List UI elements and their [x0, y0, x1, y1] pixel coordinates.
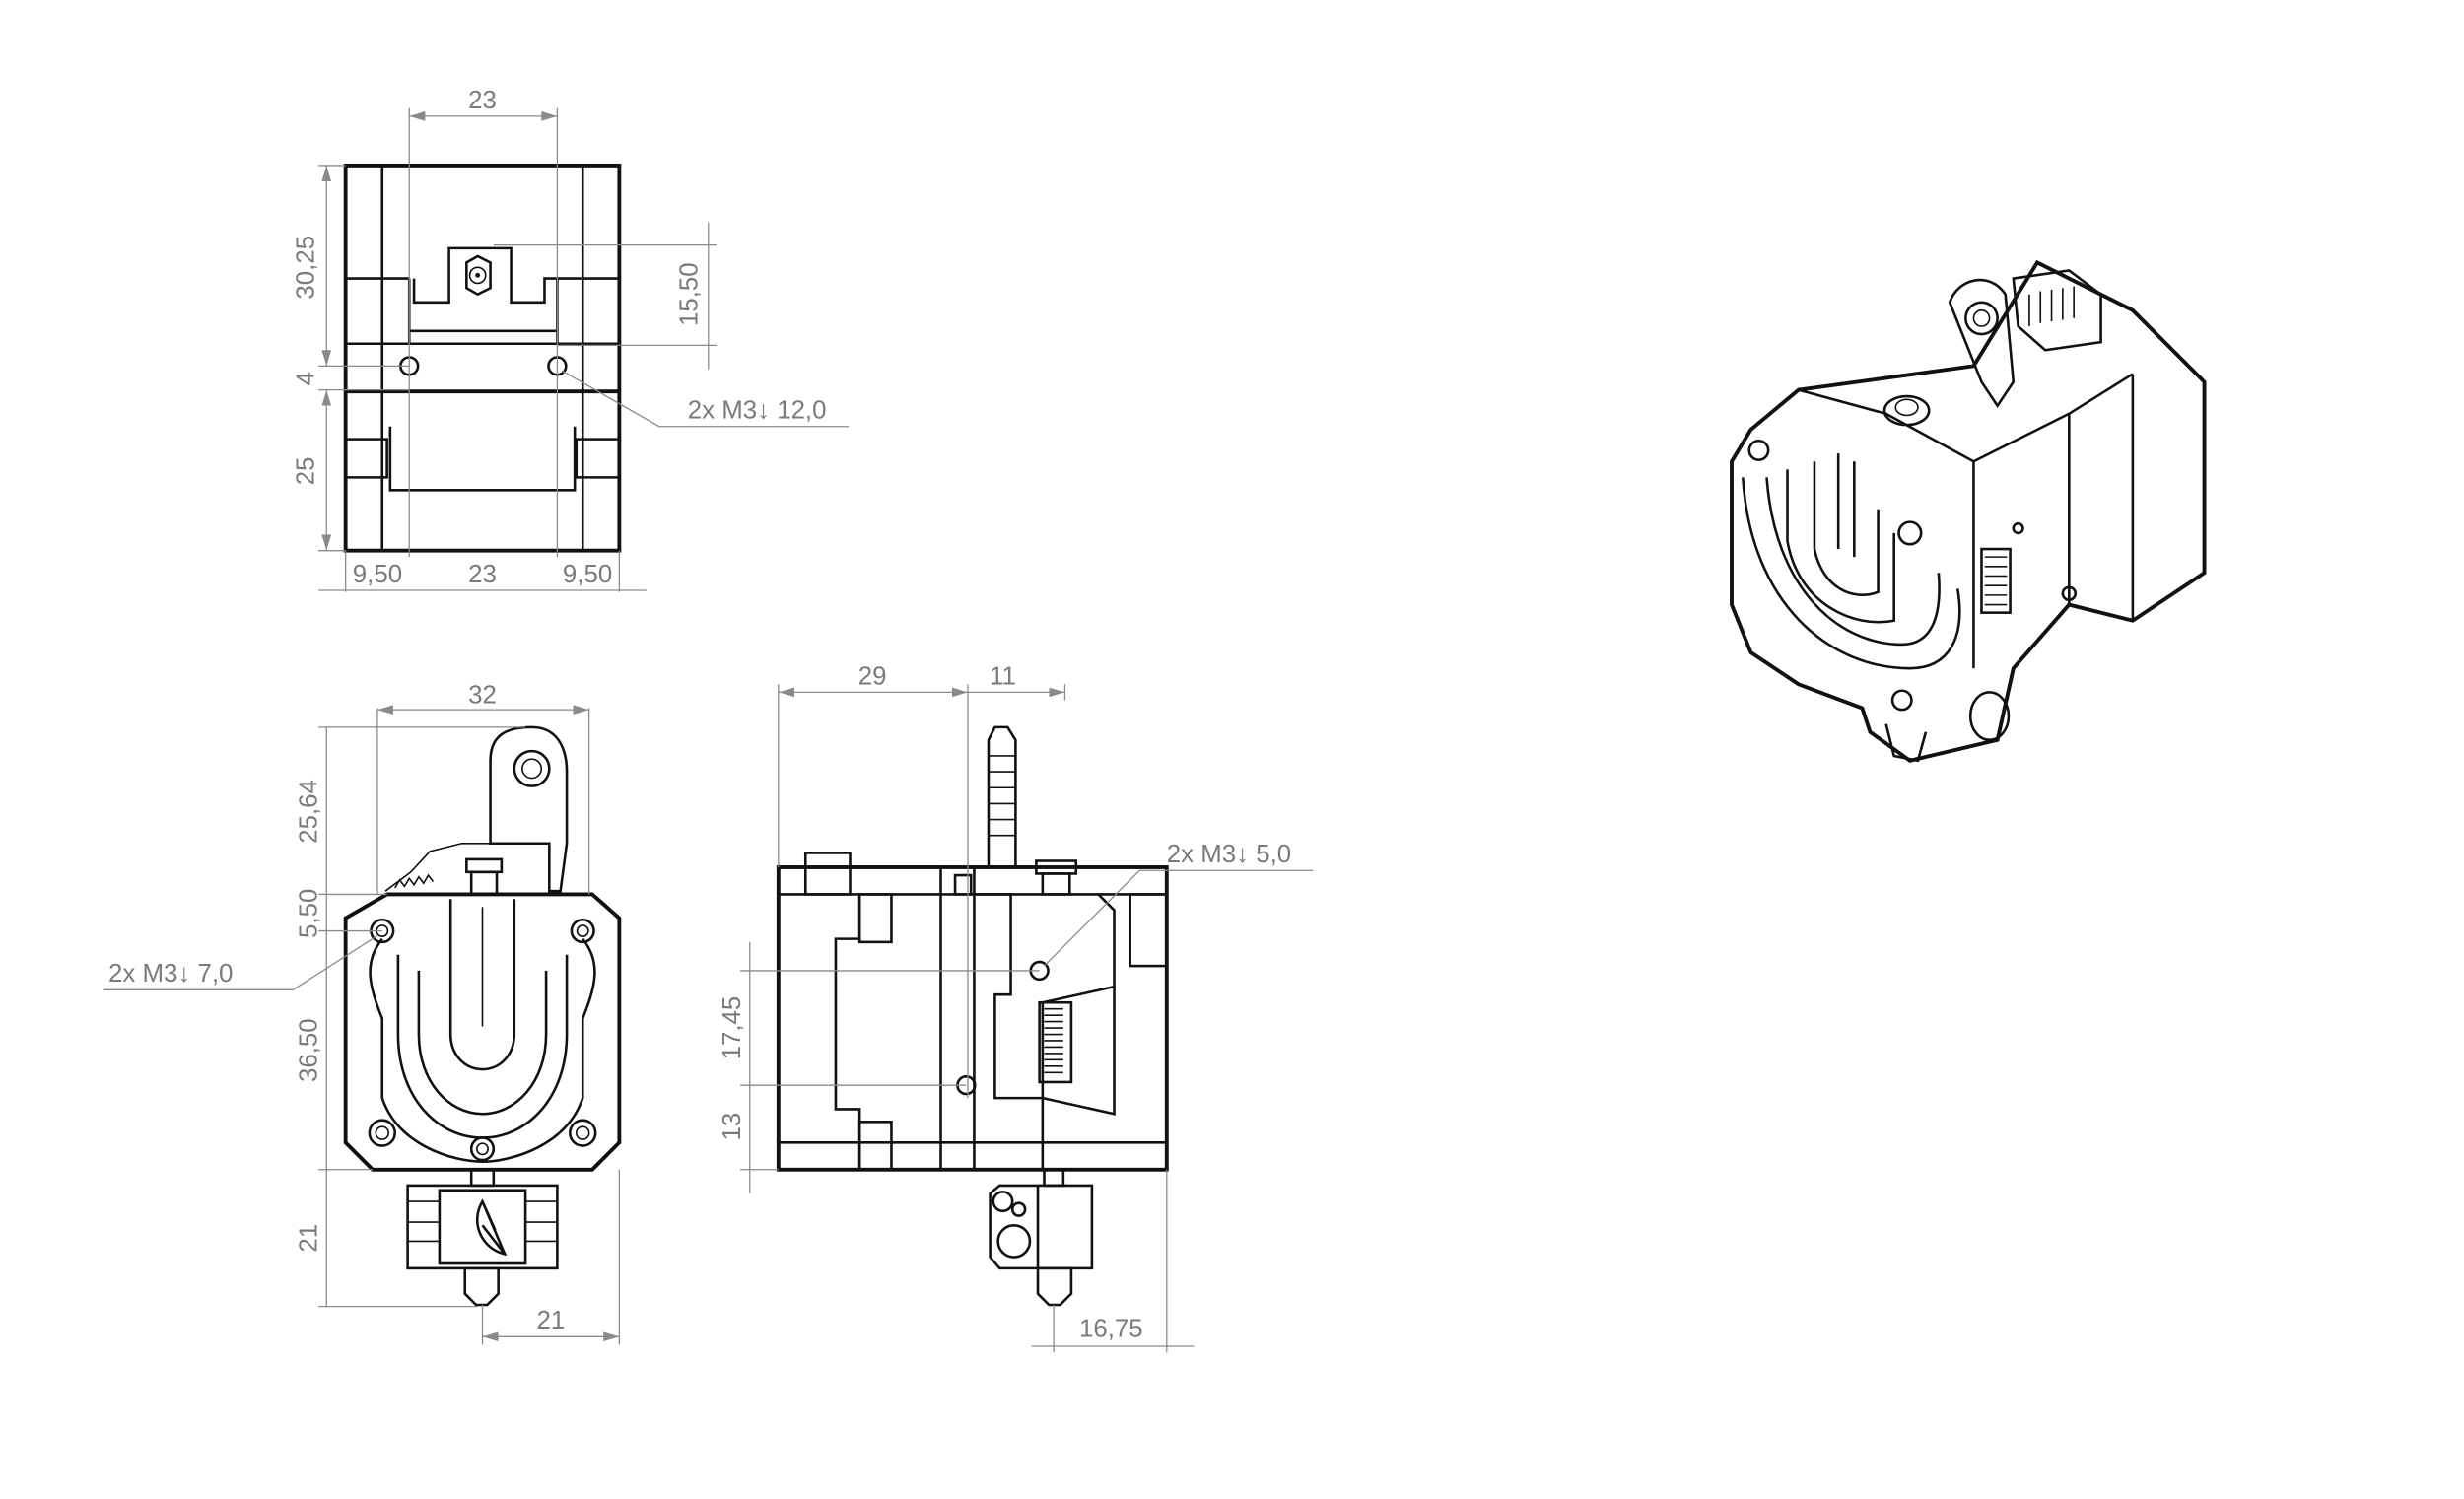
dim-hole-spacing: 17,45 — [719, 996, 746, 1060]
dim-body-height: 36,50 — [296, 1018, 323, 1082]
dim-depth-right: 11 — [990, 662, 1016, 690]
dim-height-gap: 4 — [292, 372, 319, 385]
dim-bottom-mid: 23 — [468, 561, 497, 588]
callout-m3-7: 2x M3↓ 7,0 — [108, 960, 233, 988]
top-view: 23 30,25 4 25 15,50 9,50 23 9,50 2x M3↓ … — [292, 87, 849, 592]
dim-bottom-right: 9,50 — [563, 561, 612, 588]
callout-m3-5: 2x M3↓ 5,0 — [1167, 841, 1291, 868]
dim-inlet-height: 15,50 — [675, 262, 703, 326]
dim-height-upper: 30,25 — [292, 236, 319, 300]
callout-m3-12: 2x M3↓ 12,0 — [688, 397, 827, 425]
inlet-fitting-icon — [465, 254, 492, 297]
isometric-view — [1730, 259, 2207, 763]
hotend — [406, 1168, 559, 1307]
dim-front-width: 32 — [468, 682, 497, 710]
lever-arm — [384, 725, 569, 896]
dim-lever-height: 25,64 — [296, 780, 323, 844]
dim-bottom-left: 9,50 — [353, 561, 402, 588]
side-view: 29 11 17,45 13 16,75 2x M3↓ 5,0 — [719, 662, 1314, 1353]
dim-height-lower: 25 — [292, 457, 319, 486]
dim-top-width: 23 — [468, 87, 497, 114]
dim-hotend-offset: 21 — [537, 1307, 566, 1334]
dim-hole-offset: 5,50 — [296, 889, 323, 938]
lemon-logo-icon — [475, 1198, 508, 1257]
dim-hole-bottom: 13 — [719, 1113, 746, 1141]
dim-nozzle-offset: 16,75 — [1079, 1315, 1143, 1342]
dim-depth-left: 29 — [858, 662, 887, 690]
spring-icon — [1038, 1000, 1073, 1084]
dim-hotend-height: 21 — [296, 1224, 323, 1253]
front-view: 32 25,64 5,50 36,50 21 21 2x M3↓ 7,0 — [103, 682, 622, 1345]
